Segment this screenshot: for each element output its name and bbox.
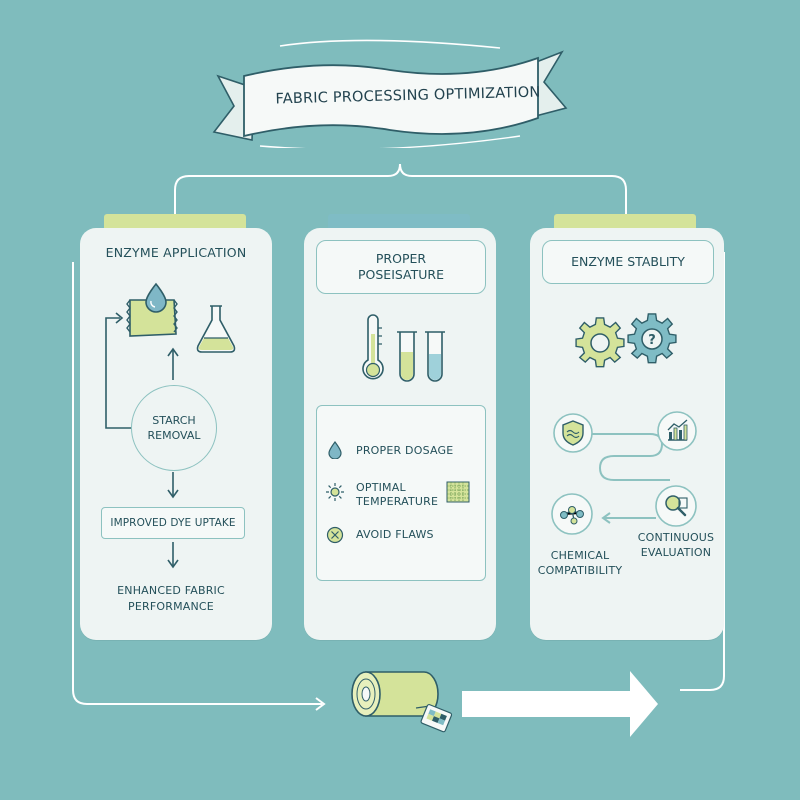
- continuous-evaluation-label: CONTINUOUS EVALUATION: [637, 531, 715, 559]
- panel1-title: ENZYME APPLICATION: [105, 245, 247, 260]
- molecule-icon: [550, 492, 594, 536]
- fabric-grid-icon: [446, 481, 470, 503]
- big-arrow-icon: [462, 671, 658, 737]
- bar-chart-icon: [656, 410, 698, 452]
- avoid-flaws-label: AVOID FLAWS: [356, 528, 434, 541]
- fabric-roll-icon: [344, 662, 464, 742]
- gears-icon: ?: [572, 310, 684, 370]
- improved-dye-uptake-step: IMPROVED DYE UPTAKE: [101, 507, 245, 539]
- shield-icon: [552, 412, 594, 454]
- x-circle-icon: [326, 526, 344, 544]
- droplet-icon: [328, 441, 342, 459]
- proper-dosage-label: PROPER DOSAGE: [356, 444, 454, 457]
- sun-icon: [325, 482, 345, 502]
- starch-removal-step: STARCH REMOVAL: [131, 385, 217, 471]
- test-tube-green-icon: [394, 330, 420, 386]
- banner-ribbon: [200, 36, 580, 148]
- arrow-right-icon: [315, 697, 326, 711]
- panel1-flow-arrows: [105, 312, 179, 569]
- svg-text:?: ?: [648, 333, 656, 348]
- test-tube-blue-icon: [422, 330, 448, 386]
- flask-icon: [192, 302, 240, 354]
- panel2-title: PROPER POSEISATURE: [316, 240, 486, 294]
- panel3-title: ENZYME STABLITY: [542, 240, 714, 284]
- fabric-swatch-icon: [120, 282, 184, 342]
- magnifier-icon: [654, 484, 698, 528]
- thermometer-icon: [358, 314, 388, 386]
- chemical-compatibility-label: CHEMICAL COMPATIBILITY: [537, 549, 623, 577]
- enhanced-fabric-performance-step: ENHANCED FABRIC PERFORMANCE: [117, 584, 225, 613]
- optimal-temperature-label: OPTIMAL TEMPERATURE: [356, 481, 439, 508]
